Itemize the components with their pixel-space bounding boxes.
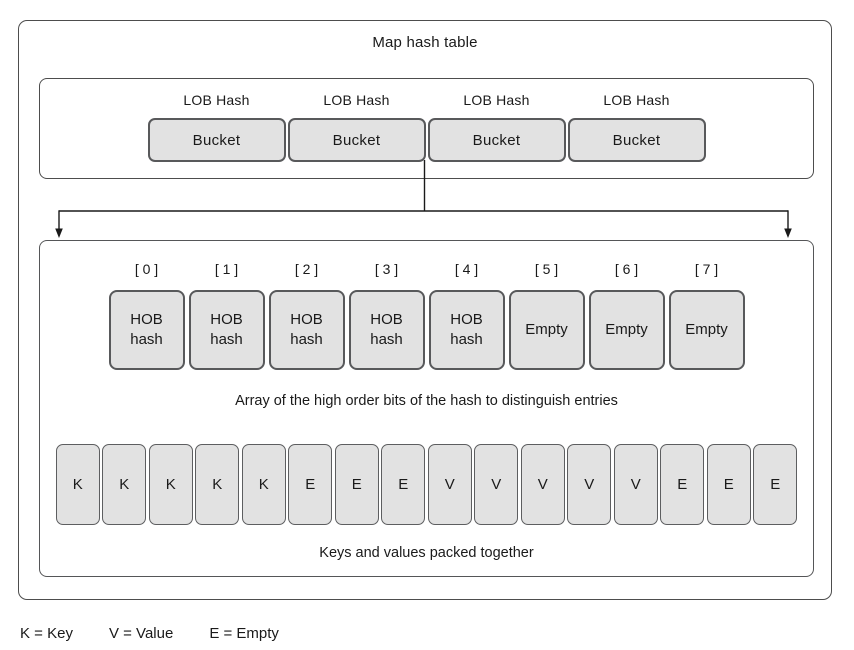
bucket-column: LOB Hash Bucket bbox=[427, 92, 567, 178]
map-hash-table-box: Map hash table LOB Hash Bucket LOB Hash … bbox=[18, 20, 832, 600]
kv-cell: V bbox=[613, 444, 658, 525]
hob-slot: HOB hash bbox=[268, 290, 345, 370]
index-label: [ 4 ] bbox=[454, 261, 479, 277]
empty-slot: Empty bbox=[588, 290, 665, 370]
bucket-box: Bucket bbox=[427, 118, 566, 162]
kv-cell: V bbox=[474, 444, 519, 525]
kv-cell-row: K K K K K E E E V V V V V E E E bbox=[40, 444, 813, 525]
index-label: [ 2 ] bbox=[294, 261, 319, 277]
empty-slot: Empty bbox=[508, 290, 585, 370]
kv-cell: V bbox=[567, 444, 612, 525]
bucket-column: LOB Hash Bucket bbox=[287, 92, 427, 178]
hob-slot: HOB hash bbox=[108, 290, 185, 370]
kv-cell: K bbox=[102, 444, 147, 525]
lob-hash-label: LOB Hash bbox=[463, 92, 530, 108]
legend-item-key: K = Key bbox=[20, 625, 73, 642]
legend: K = Key V = Value E = Empty bbox=[20, 625, 279, 642]
kv-cell: E bbox=[660, 444, 705, 525]
kv-cell: E bbox=[381, 444, 426, 525]
legend-item-value: V = Value bbox=[108, 625, 174, 642]
hob-slot: HOB hash bbox=[348, 290, 425, 370]
bucket-column: LOB Hash Bucket bbox=[147, 92, 287, 178]
kv-cells-caption: Keys and values packed together bbox=[319, 545, 534, 561]
kv-cell: K bbox=[195, 444, 240, 525]
hob-array-caption: Array of the high order bits of the hash… bbox=[235, 393, 618, 409]
index-label: [ 6 ] bbox=[614, 261, 639, 277]
kv-cell: V bbox=[520, 444, 565, 525]
index-label-row: [ 0 ] [ 1 ] [ 2 ] [ 3 ] [ 4 ] [ 5 ] [ 6 … bbox=[40, 261, 813, 278]
kv-cell: K bbox=[241, 444, 286, 525]
hob-slot: HOB hash bbox=[428, 290, 505, 370]
bucket-box: Bucket bbox=[287, 118, 426, 162]
legend-item-empty: E = Empty bbox=[209, 625, 279, 642]
empty-slot: Empty bbox=[668, 290, 745, 370]
lob-hash-label: LOB Hash bbox=[183, 92, 250, 108]
index-label: [ 3 ] bbox=[374, 261, 399, 277]
kv-cell: E bbox=[334, 444, 379, 525]
kv-cell: K bbox=[55, 444, 100, 525]
array-container: [ 0 ] [ 1 ] [ 2 ] [ 3 ] [ 4 ] [ 5 ] [ 6 … bbox=[39, 240, 814, 577]
kv-cell: E bbox=[753, 444, 798, 525]
bucket-box: Bucket bbox=[147, 118, 286, 162]
hob-slot: HOB hash bbox=[188, 290, 265, 370]
index-label: [ 1 ] bbox=[214, 261, 239, 277]
bucket-box: Bucket bbox=[567, 118, 706, 162]
kv-cell: K bbox=[148, 444, 193, 525]
bucket-column: LOB Hash Bucket bbox=[567, 92, 707, 178]
index-label: [ 5 ] bbox=[534, 261, 559, 277]
lob-hash-label: LOB Hash bbox=[603, 92, 670, 108]
hob-slot-row: HOB hash HOB hash HOB hash HOB hash HOB … bbox=[40, 290, 813, 370]
kv-cell: E bbox=[288, 444, 333, 525]
index-label: [ 7 ] bbox=[694, 261, 719, 277]
kv-cell: V bbox=[427, 444, 472, 525]
lob-hash-label: LOB Hash bbox=[323, 92, 390, 108]
bucket-container: LOB Hash Bucket LOB Hash Bucket LOB Hash… bbox=[39, 78, 814, 179]
index-label: [ 0 ] bbox=[134, 261, 159, 277]
kv-cell: E bbox=[706, 444, 751, 525]
diagram-title: Map hash table bbox=[372, 34, 478, 51]
